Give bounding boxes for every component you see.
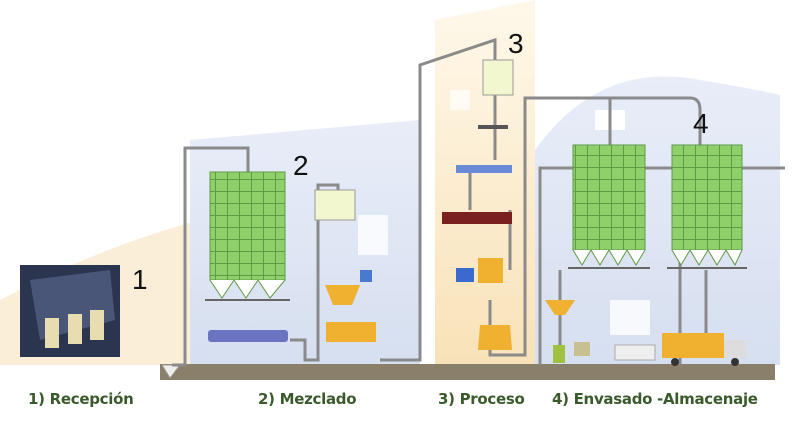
ground <box>160 364 775 380</box>
step-number-4: 4 <box>693 108 709 139</box>
process-machines <box>442 59 514 350</box>
step-number-2: 2 <box>293 150 309 181</box>
step-number-3: 3 <box>508 28 524 59</box>
step-label-process: 3) Proceso <box>438 390 525 408</box>
truck <box>662 333 724 358</box>
storage-silos <box>545 144 747 366</box>
mixing-silo <box>205 171 376 342</box>
reception-photo <box>20 265 182 379</box>
step-number-1: 1 <box>132 264 148 295</box>
step-label-reception: 1) Recepción <box>28 390 134 408</box>
step-label-mixing: 2) Mezclado <box>258 390 357 408</box>
step-label-packaging-storage: 4) Envasado -Almacenaje <box>552 390 758 408</box>
